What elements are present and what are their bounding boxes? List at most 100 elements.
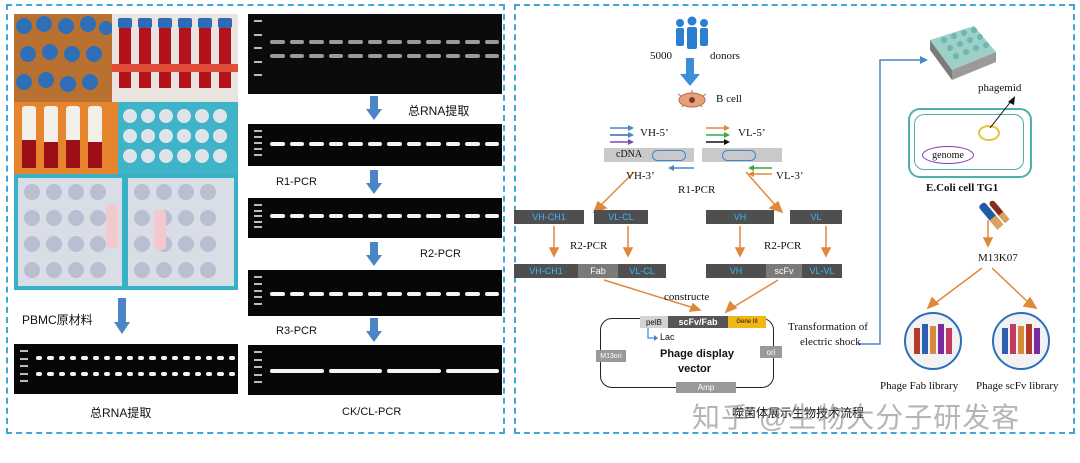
gel-ckcl-pcr	[248, 345, 502, 395]
arrow-down-icon	[366, 96, 382, 120]
total-rna-label-bottom: 总RNA提取	[90, 406, 152, 420]
gel-band	[426, 142, 441, 146]
gel-band	[426, 40, 441, 44]
gel-band	[104, 372, 111, 376]
helper-phage-icon	[979, 200, 1010, 230]
fab-segment-mid: Fab	[578, 264, 618, 278]
tube-caps-image	[14, 14, 112, 102]
gel-band	[126, 372, 133, 376]
gel-band	[465, 142, 480, 146]
gel-band	[270, 369, 324, 373]
ladder-band	[20, 350, 28, 352]
vl5-label: VL-5’	[738, 127, 766, 139]
ladder-band	[254, 60, 262, 63]
lib-scfv-label: Phage scFv library	[976, 380, 1059, 392]
ladder-band	[254, 209, 262, 212]
ecoli-label: E.Coli cell TG1	[926, 182, 999, 194]
gel-band	[309, 40, 324, 44]
vial-box-image-top	[118, 102, 238, 174]
gel-band	[58, 356, 65, 360]
vl3-label: VL-3’	[776, 170, 804, 182]
ladder-band	[254, 142, 262, 144]
fab-mid-label: Fab	[590, 266, 606, 276]
gel-band	[387, 292, 402, 296]
gel-band	[81, 372, 88, 376]
gel-band	[289, 142, 304, 146]
gel-total-rna-top	[248, 14, 502, 94]
gel-band	[160, 356, 167, 360]
cdna-oval-left	[652, 150, 686, 161]
gel-band	[217, 356, 224, 360]
gel-band	[484, 292, 499, 296]
gel-band	[92, 372, 99, 376]
gel-band	[126, 356, 133, 360]
vector-amp-box: Amp	[676, 382, 736, 393]
transform-label-2: electric shock	[800, 336, 861, 348]
gel-band	[70, 372, 77, 376]
gel-band	[228, 356, 235, 360]
gel-band	[348, 142, 363, 146]
gel-band	[183, 356, 190, 360]
phage-scfv-library-icon	[992, 312, 1050, 370]
constructe-label: constructe	[664, 291, 710, 303]
gel-band	[309, 142, 324, 146]
gel-band	[270, 40, 285, 44]
gel-band	[406, 54, 421, 58]
gel-r1-pcr	[248, 124, 502, 166]
ckcl-pcr-label: CK/CL-PCR	[342, 406, 402, 418]
r1-pcr-label: R1-PCR	[276, 176, 317, 188]
gel-band	[36, 372, 43, 376]
gel-band	[149, 372, 156, 376]
gel-band	[426, 214, 441, 218]
donors-count: 5000	[650, 50, 672, 62]
ladder-band	[254, 136, 262, 138]
arrow-down-icon	[366, 318, 382, 342]
gel-band	[367, 54, 382, 58]
gel-band	[445, 369, 499, 373]
ladder-band	[254, 154, 262, 156]
gel-band	[367, 40, 382, 44]
ladder-band	[254, 381, 262, 384]
ladder-band	[254, 282, 262, 285]
gel-band	[367, 142, 382, 146]
ecoli-cell-inner	[914, 114, 1024, 170]
lac-promoter-arrow-icon	[647, 328, 658, 341]
gel-band	[217, 372, 224, 376]
vector-title-2: vector	[678, 363, 712, 375]
gel-band	[172, 372, 179, 376]
scfv-segment-mid: scFv	[766, 264, 802, 278]
gel-total-rna-bottom	[14, 344, 238, 394]
gel-band	[138, 356, 145, 360]
cdna-label: cDNA	[616, 149, 643, 160]
scfv-mid-label: scFv	[774, 266, 794, 276]
gel-band	[149, 356, 156, 360]
gel-band	[348, 54, 363, 58]
gel-band	[328, 54, 343, 58]
gel-band	[228, 372, 235, 376]
gel-band	[445, 142, 460, 146]
gel-band	[367, 292, 382, 296]
gel-band	[194, 372, 201, 376]
ecoli-cell	[908, 108, 1032, 178]
gel-band	[445, 40, 460, 44]
gel-band	[445, 214, 460, 218]
gel-band	[328, 214, 343, 218]
gel-band	[387, 40, 402, 44]
ladder-band	[254, 148, 262, 150]
gel-band	[206, 372, 213, 376]
gel-band	[70, 356, 77, 360]
ladder-band	[254, 74, 262, 77]
vector-insert-label: scFv/Fab	[678, 317, 718, 327]
watermark: 知乎 @生物大分子研发客	[692, 402, 1021, 433]
gel-band	[406, 214, 421, 218]
gel-band	[445, 292, 460, 296]
genome-oval: genome	[922, 146, 974, 164]
genome-label: genome	[932, 149, 964, 161]
gel-band	[387, 214, 402, 218]
gel-band	[406, 142, 421, 146]
gel-band	[270, 292, 285, 296]
gel-band	[406, 40, 421, 44]
arrow-down-icon	[366, 242, 382, 266]
tube-rack-photo	[14, 14, 112, 102]
gel-band	[309, 292, 324, 296]
